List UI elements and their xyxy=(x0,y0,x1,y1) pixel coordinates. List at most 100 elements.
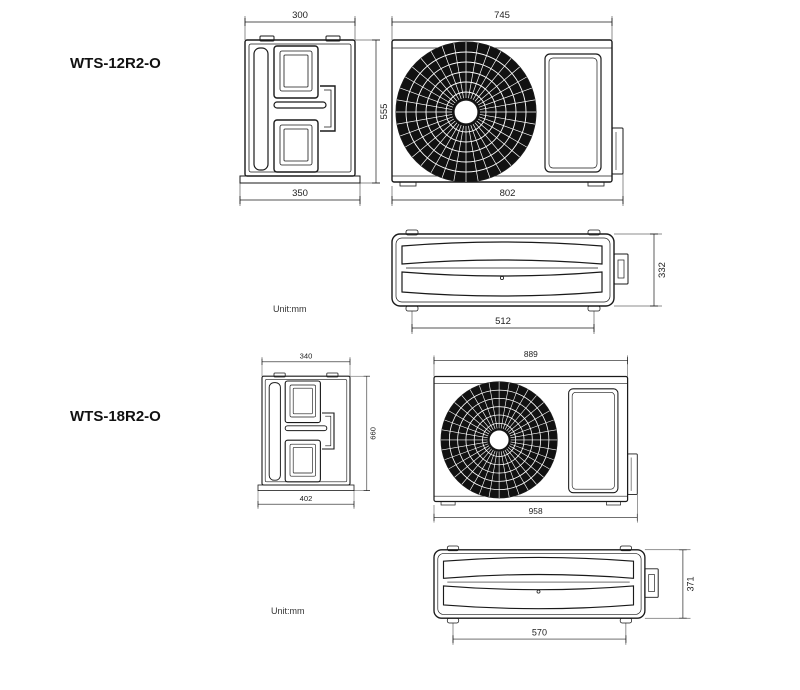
fan-grill-spoke xyxy=(479,116,532,137)
dim-front-width-bottom-value: 958 xyxy=(529,506,543,516)
fan-grill-spoke xyxy=(441,429,488,439)
fan-grill-spoke xyxy=(507,402,544,433)
side-bracket-inner xyxy=(325,415,332,447)
mount-lug xyxy=(587,229,601,236)
upper-handle-inner xyxy=(279,50,313,92)
fan-grill-spoke xyxy=(397,114,453,125)
fan-grill-spoke xyxy=(500,382,510,429)
fan-grill-spoke xyxy=(453,125,464,181)
upper-handle xyxy=(284,380,321,424)
base-plate xyxy=(257,484,355,492)
lower-handle xyxy=(284,439,321,483)
fan-grill-spoke xyxy=(444,443,489,461)
dim-top-depth-value: 332 xyxy=(657,262,668,278)
center-mark xyxy=(536,589,541,594)
front-foot xyxy=(399,181,417,187)
valve-box xyxy=(613,253,629,285)
fan-grill-spoke xyxy=(472,123,502,173)
mount-lug xyxy=(619,545,632,552)
fan-grill-spoke xyxy=(468,125,479,181)
fan-grill-spoke xyxy=(430,123,460,173)
fan-grill-spoke xyxy=(509,410,550,435)
valve-box-detail xyxy=(617,259,625,279)
fan-grill-spoke xyxy=(441,441,488,451)
fan-grill-spoke xyxy=(479,87,532,108)
fan-grill-spoke xyxy=(412,120,456,158)
mid-bar xyxy=(284,425,328,432)
dim-side-depth-bottom-value: 402 xyxy=(300,494,313,503)
front-foot xyxy=(440,501,456,506)
dim-front-width-top-value: 889 xyxy=(524,349,538,359)
mount-lug xyxy=(587,305,601,312)
side-bracket xyxy=(322,412,335,450)
service-panel-inner xyxy=(548,57,598,169)
mount-lug xyxy=(446,617,460,624)
fan-grill-spoke xyxy=(506,448,537,485)
valve-box xyxy=(644,568,659,598)
service-panel xyxy=(568,388,619,494)
unit-label-1: Unit:mm xyxy=(273,304,307,314)
fan-grill-spoke xyxy=(504,449,529,491)
top-lug xyxy=(273,372,286,378)
fan-grill-spoke xyxy=(461,395,492,432)
front-view-2: 889 958 xyxy=(433,349,638,523)
fan-grill-spoke xyxy=(441,125,462,178)
fan-grill-spoke xyxy=(476,120,520,158)
fan-grill-spoke xyxy=(474,122,512,166)
mount-lug xyxy=(405,229,419,236)
fan-hub xyxy=(453,99,479,125)
fan-grill-spoke xyxy=(400,87,453,108)
front-body xyxy=(391,39,613,183)
fan-grill-spoke xyxy=(420,122,458,166)
front-body xyxy=(433,375,629,503)
dim-front-width-bottom-value: 802 xyxy=(500,188,516,199)
lower-handle xyxy=(273,119,319,173)
fan-grill-spoke xyxy=(405,76,455,106)
fan-grill-spoke xyxy=(478,450,496,495)
center-mark xyxy=(500,276,505,281)
lower-handle-grip xyxy=(283,128,309,162)
fan-grill-spoke xyxy=(506,395,537,432)
top-louvre-lower xyxy=(401,271,603,297)
mount-lug xyxy=(405,305,419,312)
fan-grill-spoke xyxy=(488,451,498,498)
base-plate xyxy=(239,175,361,184)
fan-grill-spoke xyxy=(476,66,520,104)
mount-lug xyxy=(446,545,460,552)
fan-grill-spoke xyxy=(472,51,502,101)
dim-front-width-top-value: 745 xyxy=(494,10,510,21)
lower-handle-inner xyxy=(279,124,313,166)
lower-handle-grip xyxy=(292,447,313,474)
fan-grill-spoke xyxy=(509,419,554,437)
fan-grill-spoke xyxy=(477,76,527,106)
service-panel xyxy=(544,53,602,173)
fan-grill-spoke xyxy=(405,118,455,148)
fan-grill-spoke xyxy=(468,43,479,99)
fan-grill-spoke xyxy=(510,441,557,451)
top-lug xyxy=(259,35,275,42)
fan-grill-spoke xyxy=(479,114,535,125)
dim-side-depth-bottom-value: 350 xyxy=(292,188,308,199)
dim-side-depth-top-value: 300 xyxy=(292,10,308,21)
model-label-2: WTS-18R2-O xyxy=(70,408,161,425)
service-panel-inner xyxy=(571,392,615,490)
model-label-1: WTS-12R2-O xyxy=(70,55,161,72)
pipe-connector xyxy=(611,127,624,175)
fan-grill-spoke xyxy=(502,450,520,495)
fan-grill-spoke xyxy=(397,99,453,110)
pipe-connector xyxy=(627,453,638,495)
fan-grill-spoke xyxy=(454,402,491,433)
fan-grill-spoke xyxy=(453,43,464,99)
side-bracket xyxy=(320,85,336,132)
top-louvre-upper xyxy=(401,241,603,265)
fan-grill-spoke xyxy=(430,51,460,101)
upper-handle-grip xyxy=(283,54,309,88)
fan-grill-spoke xyxy=(488,382,498,429)
mid-bar xyxy=(273,101,327,109)
side-bracket-inner xyxy=(324,89,332,128)
fan-grill-spoke xyxy=(474,58,512,102)
